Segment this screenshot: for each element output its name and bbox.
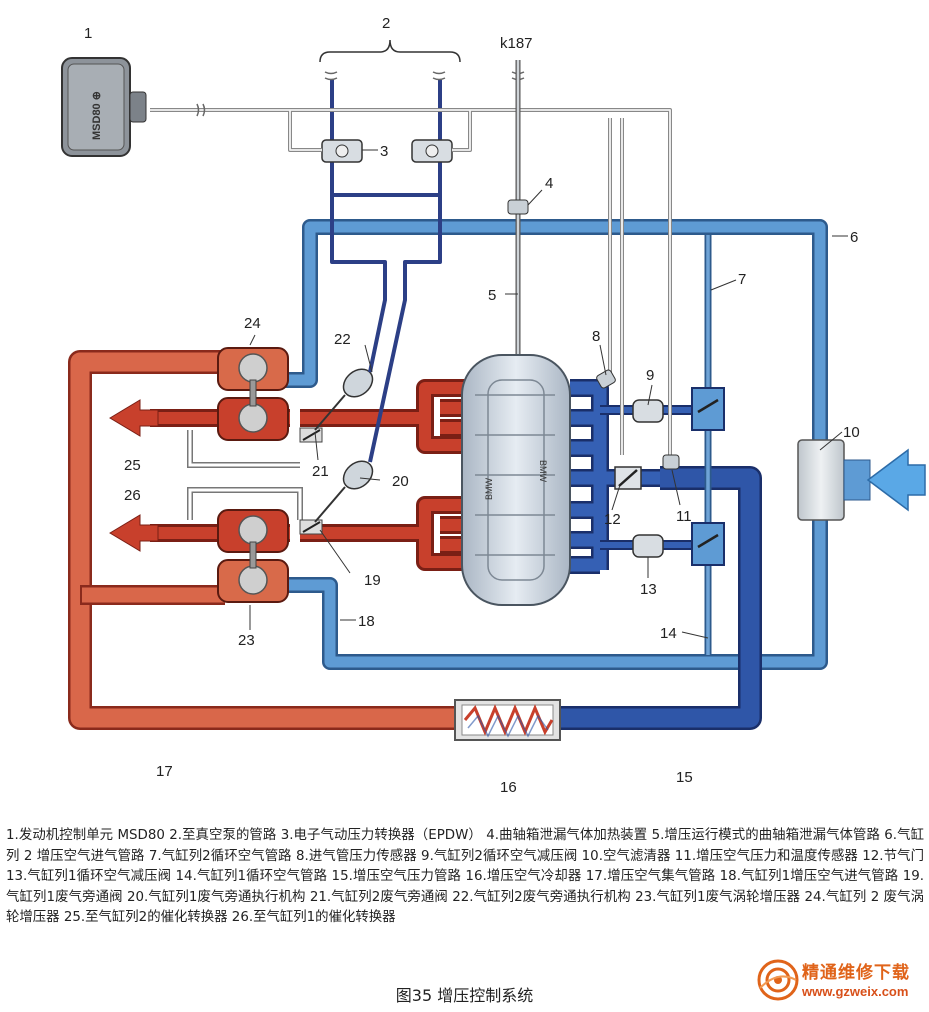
label-7: 7 bbox=[738, 271, 746, 288]
label-26: 26 bbox=[124, 487, 141, 504]
watermark-logo-icon bbox=[757, 959, 799, 1001]
label-5: 5 bbox=[488, 287, 496, 304]
label-15: 15 bbox=[676, 769, 693, 786]
ecu-msd80 bbox=[61, 57, 147, 157]
turbo-23-bank1 bbox=[217, 509, 289, 603]
label-11: 11 bbox=[676, 508, 692, 525]
label-4: 4 bbox=[545, 175, 553, 192]
label-22: 22 bbox=[334, 331, 351, 348]
boost-control-diagram: BMW BMW MSD80 bbox=[61, 15, 926, 796]
blowby-heater-4 bbox=[507, 199, 529, 215]
cat-arrow-25 bbox=[109, 399, 159, 437]
label-2: 2 bbox=[382, 15, 390, 32]
label-20: 20 bbox=[392, 473, 409, 490]
exhaust-manifolds bbox=[150, 379, 470, 571]
recirc-valve-9 bbox=[632, 387, 725, 431]
wastegate-actuator-22 bbox=[314, 368, 374, 431]
label-1: 1 bbox=[84, 25, 92, 42]
brace-2 bbox=[319, 39, 461, 63]
manifold-pressure-sensor-8 bbox=[596, 369, 616, 389]
turbo-24-bank2 bbox=[217, 347, 289, 441]
watermark-name: 精通维修下载 bbox=[802, 963, 910, 983]
wastegate-actuator-20 bbox=[314, 460, 374, 523]
label-12: 12 bbox=[604, 511, 621, 528]
label-16: 16 bbox=[500, 779, 517, 796]
label-19: 19 bbox=[364, 572, 381, 589]
wastegate-valve-21 bbox=[299, 427, 323, 443]
label-8: 8 bbox=[592, 328, 600, 345]
epdw-converter-3 bbox=[321, 139, 453, 163]
watermark-url: www.gzweix.com bbox=[802, 984, 909, 999]
incoming-air-arrow bbox=[866, 448, 926, 512]
label-25: 25 bbox=[124, 457, 141, 474]
throttle-12 bbox=[614, 466, 642, 490]
boost-pressure-sensor-11 bbox=[662, 454, 680, 470]
wastegate-bypass-lines bbox=[187, 430, 303, 520]
leader-lines bbox=[249, 149, 848, 639]
figure-caption: 图35 增压控制系统 bbox=[395, 986, 534, 1005]
vacuum-lines bbox=[330, 80, 442, 463]
cat-arrow-26 bbox=[109, 514, 159, 552]
label-6: 6 bbox=[850, 229, 858, 246]
air-filter-10 bbox=[797, 439, 871, 521]
watermark: 精通维修下载 www.gzweix.com bbox=[756, 954, 926, 1008]
recirc-valve-13 bbox=[632, 522, 725, 566]
label-9: 9 bbox=[646, 367, 654, 384]
legend-text: 1.发动机控制单元 MSD80 2.至真空泵的管路 3.电子气动压力转换器（EP… bbox=[6, 828, 924, 925]
label-24: 24 bbox=[244, 315, 261, 332]
label-23: 23 bbox=[238, 632, 255, 649]
label-14: 14 bbox=[660, 625, 677, 642]
label-10: 10 bbox=[843, 424, 860, 441]
engine-block bbox=[461, 354, 571, 606]
label-18: 18 bbox=[358, 613, 375, 630]
label-17: 17 bbox=[156, 763, 173, 780]
label-13: 13 bbox=[640, 581, 657, 598]
label-3: 3 bbox=[380, 143, 388, 160]
ecu-label: MSD80 ⊕ bbox=[91, 91, 103, 140]
intercooler-16 bbox=[454, 699, 561, 741]
engine-badge-right: BMW bbox=[538, 460, 548, 483]
label-21: 21 bbox=[312, 463, 329, 480]
intake-air-lines bbox=[285, 219, 828, 670]
wastegate-valve-19 bbox=[299, 519, 323, 535]
label-k187: k187 bbox=[500, 35, 533, 52]
charge-air-collector bbox=[68, 350, 455, 730]
engine-badge-left: BMW bbox=[484, 478, 494, 501]
